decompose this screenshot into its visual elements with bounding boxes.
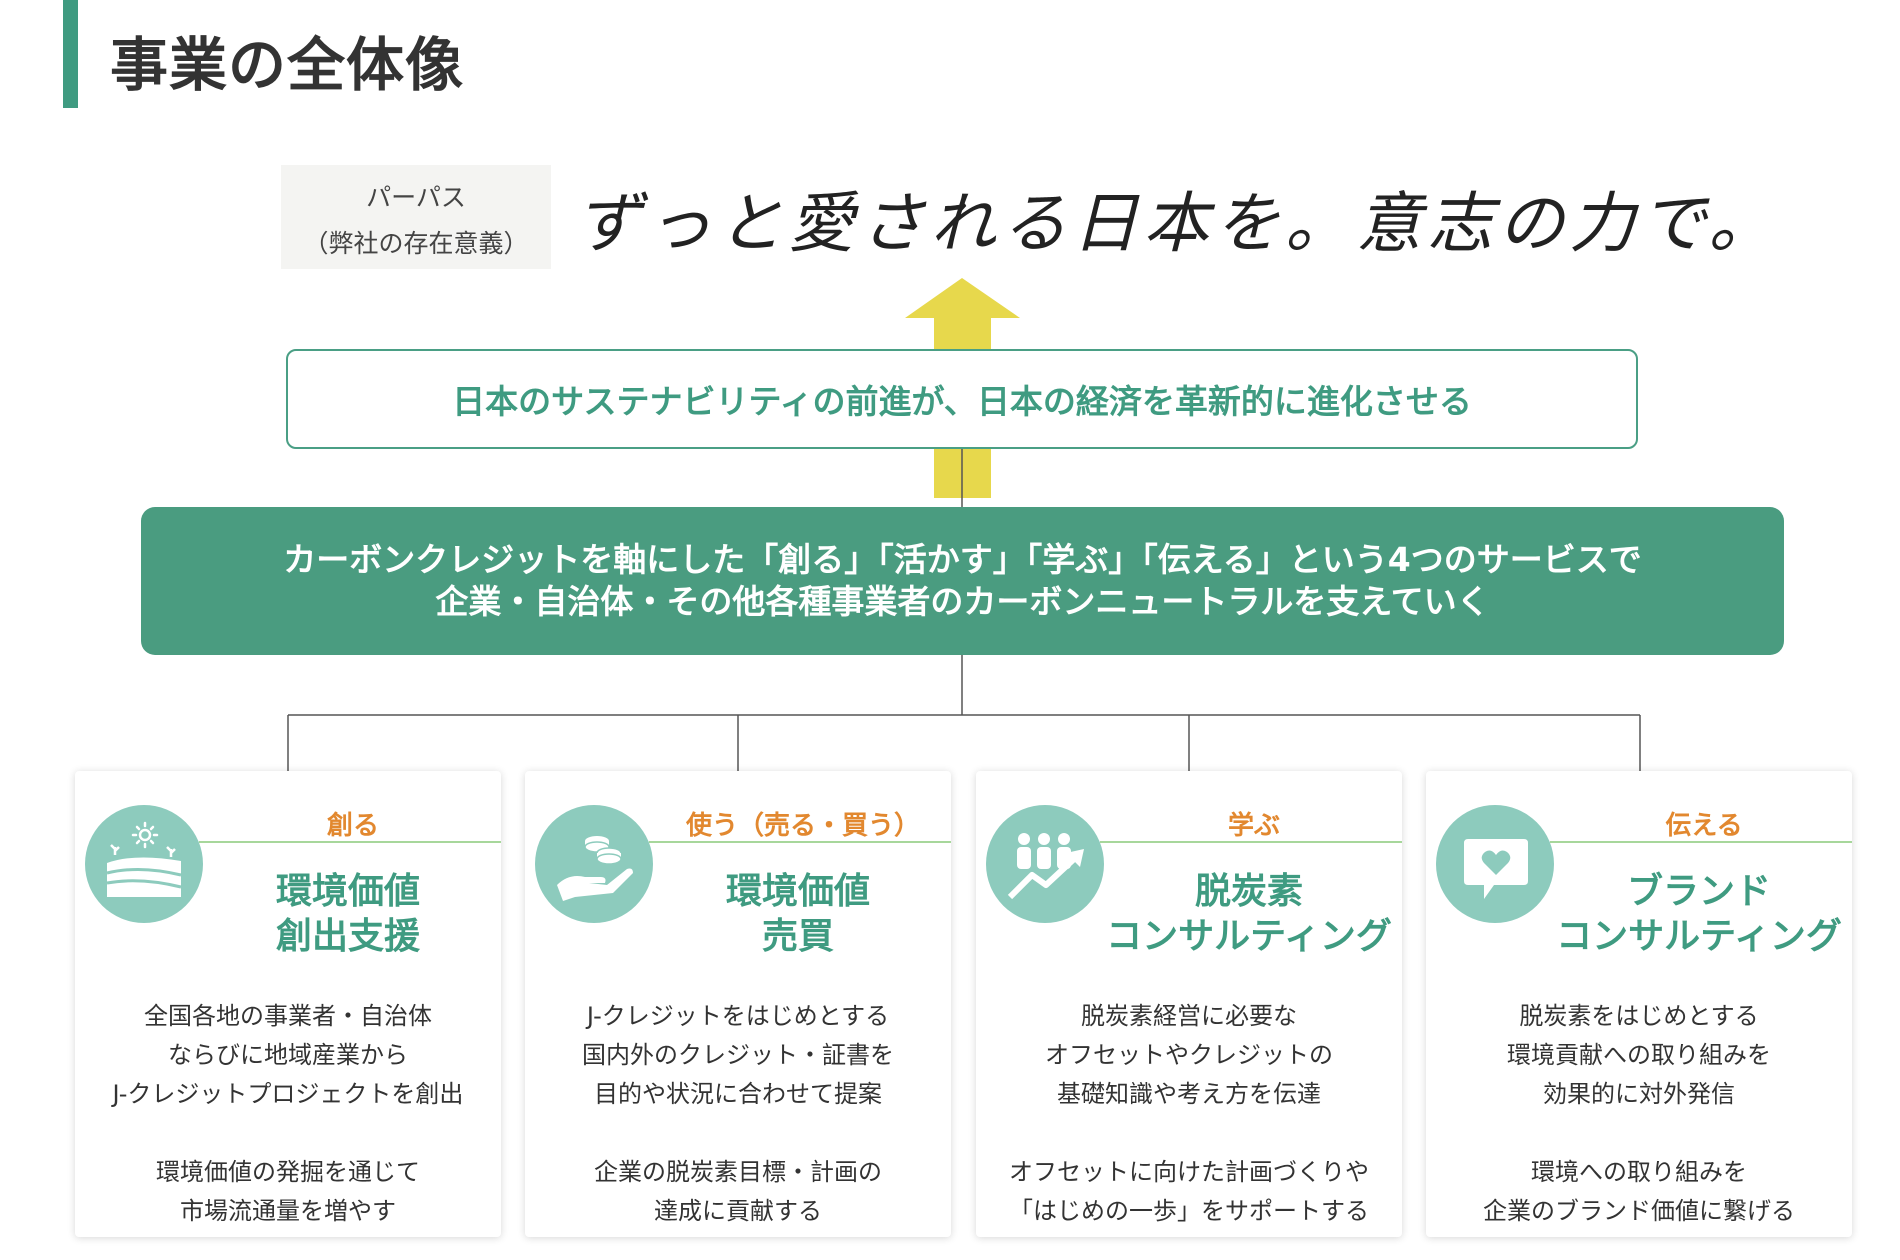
service-card-learn: 学ぶ 脱炭素 コンサルティング 脱炭素経営に必要な オフセットやクレジットの 基…: [976, 771, 1402, 1237]
card-tag: 創る: [326, 811, 379, 841]
card-title-line-1: 環境価値: [275, 871, 420, 912]
card-desc-line: 脱炭素経営に必要な: [1081, 1002, 1297, 1030]
title-accent-bar: [63, 0, 78, 108]
card-desc-line: 基礎知識や考え方を伝達: [1057, 1080, 1321, 1108]
vision-text: 日本のサステナビリティの前進が、日本の経済を革新的に進化させる: [452, 382, 1472, 421]
card-desc-line: 達成に貢献する: [654, 1197, 822, 1225]
card-title: 環境価値 創出支援: [205, 869, 491, 959]
farmland-sun-icon: [85, 805, 203, 923]
card-title-line-2: コンサルティング: [1106, 916, 1392, 957]
card-title-line-2: コンサルティング: [1556, 916, 1842, 957]
purpose-label-box: [281, 165, 551, 269]
purpose-statement: ずっと愛される日本を。意志の力で。: [575, 185, 1780, 262]
purpose-label: パーパス: [366, 183, 466, 212]
card-title: 脱炭素 コンサルティング: [1106, 869, 1392, 959]
card-tag: 伝える: [1665, 811, 1743, 841]
card-desc-gap: [1432, 1114, 1846, 1153]
purpose-sublabel: （弊社の存在意義）: [303, 229, 529, 258]
card-desc-line: 環境への取り組みを: [1531, 1158, 1747, 1186]
card-title-line-1: 脱炭素: [1194, 871, 1303, 912]
card-tag: 使う（売る・買う）: [685, 811, 920, 841]
card-tag: 学ぶ: [1227, 811, 1280, 841]
card-desc-line: 「はじめの一歩」をサポートする: [1009, 1197, 1369, 1225]
card-desc-gap: [81, 1114, 495, 1153]
card-divider: [1100, 841, 1402, 843]
service-card-use: 使う（売る・買う） 環境価値 売買 J-クレジットをはじめとする 国内外のクレジ…: [525, 771, 951, 1237]
card-desc-line: 目的や状況に合わせて提案: [594, 1080, 882, 1108]
card-desc-gap: [982, 1114, 1396, 1153]
card-title-line-1: ブランド: [1626, 871, 1771, 912]
card-description: J-クレジットをはじめとする 国内外のクレジット・証書を 目的や状況に合わせて提…: [531, 997, 945, 1231]
card-desc-line: オフセットやクレジットの: [1045, 1041, 1333, 1069]
card-title-line-2: 創出支援: [275, 916, 420, 957]
people-growth-icon: [986, 805, 1104, 923]
card-desc-line: J-クレジットプロジェクトを創出: [112, 1080, 464, 1108]
card-desc-gap: [531, 1114, 945, 1153]
mission-box: カーボンクレジットを軸にした「創る」「活かす」「学ぶ」「伝える」という4つのサー…: [141, 507, 1784, 655]
card-desc-line: オフセットに向けた計画づくりや: [1009, 1158, 1369, 1186]
card-description: 脱炭素経営に必要な オフセットやクレジットの 基礎知識や考え方を伝達 オフセット…: [982, 997, 1396, 1231]
card-desc-line: 効果的に対外発信: [1543, 1080, 1735, 1108]
vision-box: 日本のサステナビリティの前進が、日本の経済を革新的に進化させる: [286, 349, 1638, 449]
card-divider: [1550, 841, 1852, 843]
card-desc-line: ならびに地域産業から: [168, 1041, 408, 1069]
card-desc-line: J-クレジットをはじめとする: [586, 1002, 890, 1030]
service-card-create: 創る 環境価値 創出支援 全国各地の事業者・自治体 ならびに地域産業から J-ク…: [75, 771, 501, 1237]
card-divider: [199, 841, 501, 843]
card-desc-line: 市場流通量を増やす: [180, 1197, 396, 1225]
card-desc-line: 国内外のクレジット・証書を: [582, 1041, 894, 1069]
mission-line-1: カーボンクレジットを軸にした「創る」「活かす」「学ぶ」「伝える」という4つのサー…: [283, 540, 1642, 579]
card-title: ブランド コンサルティング: [1556, 869, 1842, 959]
hand-coins-icon: [535, 805, 653, 923]
card-desc-line: 企業のブランド価値に繋げる: [1483, 1197, 1795, 1225]
card-title-line-2: 売買: [761, 916, 834, 957]
card-divider: [649, 841, 951, 843]
card-desc-line: 環境貢献への取り組みを: [1507, 1041, 1771, 1069]
card-desc-line: 環境価値の発掘を通じて: [156, 1158, 420, 1186]
card-desc-line: 企業の脱炭素目標・計画の: [594, 1158, 882, 1186]
card-title-line-1: 環境価値: [725, 871, 870, 912]
service-card-communicate: 伝える ブランド コンサルティング 脱炭素をはじめとする 環境貢献への取り組みを…: [1426, 771, 1852, 1237]
card-description: 脱炭素をはじめとする 環境貢献への取り組みを 効果的に対外発信 環境への取り組み…: [1432, 997, 1846, 1231]
card-desc-line: 脱炭素をはじめとする: [1519, 1002, 1759, 1030]
page-title: 事業の全体像: [110, 31, 465, 99]
heart-speech-bubble-icon: [1436, 805, 1554, 923]
mission-line-2: 企業・自治体・その他各種事業者のカーボンニュートラルを支えていく: [435, 582, 1490, 621]
card-description: 全国各地の事業者・自治体 ならびに地域産業から J-クレジットプロジェクトを創出…: [81, 997, 495, 1231]
card-title: 環境価値 売買: [655, 869, 941, 959]
card-desc-line: 全国各地の事業者・自治体: [144, 1002, 432, 1030]
